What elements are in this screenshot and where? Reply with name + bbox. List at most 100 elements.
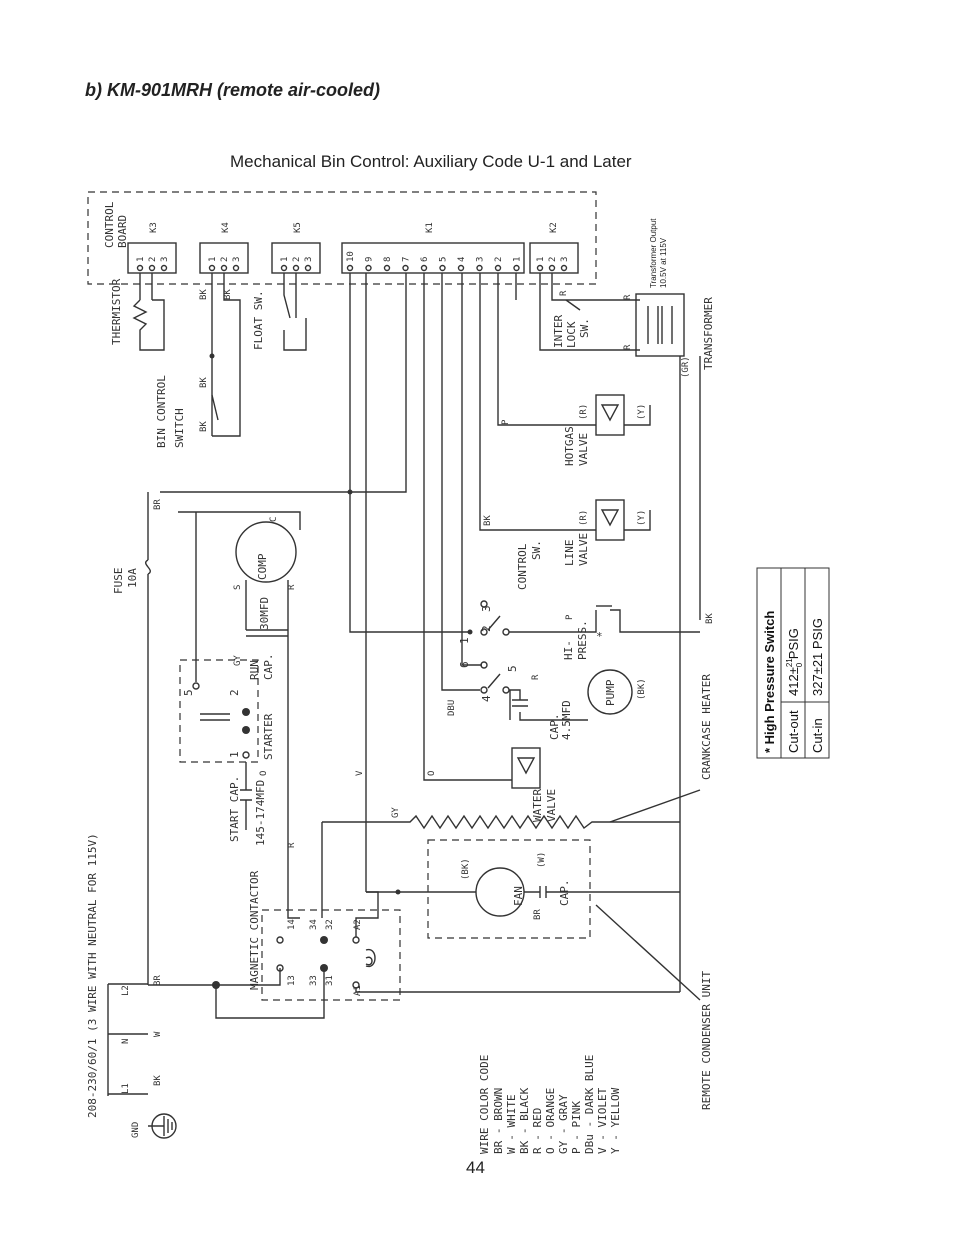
- remote-condenser-leader: [595, 904, 701, 1001]
- magnetic-contactor-outline: [261, 909, 401, 1001]
- svg-text:GY: GY: [233, 655, 243, 666]
- svg-text:RUN: RUN: [248, 660, 261, 680]
- transformer-secondary-wires: [679, 356, 701, 992]
- svg-text:(GR): (GR): [681, 356, 691, 378]
- svg-text:S: S: [233, 585, 243, 590]
- svg-text:P: P: [565, 614, 575, 620]
- control-switch-pin: 4: [480, 695, 493, 702]
- svg-text:CONTROL: CONTROL: [516, 543, 529, 590]
- crankcase-heater-label: CRANKCASE HEATER: [700, 674, 713, 780]
- svg-text:(BK): (BK): [637, 678, 647, 700]
- svg-text:VALVE: VALVE: [577, 433, 590, 466]
- start-cap-symbol: [240, 762, 252, 830]
- power-supply-label: 208-230/60/1 (3 WIRE WITH NEUTRAL FOR 11…: [86, 833, 99, 1118]
- wire-k1-2: [497, 273, 596, 426]
- hi-press-label: HI- PRESS.: [562, 620, 589, 660]
- starter-pin: 2: [228, 689, 241, 696]
- pin-terminal: [136, 264, 144, 272]
- wire-color-code-entry: BK - BLACK: [518, 1087, 531, 1154]
- svg-text:BK: BK: [199, 377, 209, 388]
- svg-text:(R): (R): [579, 510, 589, 526]
- compressor-symbol: [235, 521, 297, 583]
- pin-terminal: [148, 264, 156, 272]
- run-cap-symbol: [246, 629, 288, 637]
- n-label: N: [121, 1039, 131, 1044]
- thermistor-symbol: [132, 273, 165, 351]
- pin-terminal: [513, 264, 520, 272]
- pump-label: PUMP: [604, 679, 617, 706]
- k5-label: K5: [293, 222, 303, 233]
- pin-terminal: [494, 264, 502, 272]
- k1-pin-number: 10: [346, 251, 356, 262]
- pump-cap-label: CAP. 4.5MFD: [548, 700, 573, 740]
- svg-text:R: R: [287, 584, 297, 590]
- thermistor-label: THERMISTOR: [110, 278, 123, 345]
- float-switch-label: FLOAT SW.: [252, 290, 265, 350]
- connector-pin-number: 2: [148, 257, 158, 262]
- high-pressure-table: * High Pressure Switch Cut-out 412±210 P…: [756, 567, 830, 759]
- connector-pin-number: 3: [160, 257, 170, 262]
- l2-label: L2: [121, 985, 131, 996]
- interlock-label: INTER LOCK SW.: [552, 315, 591, 348]
- ground-symbol: [148, 1116, 173, 1136]
- svg-text:(Y): (Y): [637, 510, 647, 526]
- svg-text:R: R: [559, 290, 569, 296]
- control-switch-pin: 2: [480, 625, 493, 632]
- pin-terminal: [536, 264, 544, 272]
- k2-connector: [529, 242, 579, 274]
- svg-text:CONTROL: CONTROL: [103, 201, 116, 248]
- svg-text:10A: 10A: [126, 568, 139, 588]
- pin-terminal: [457, 264, 465, 272]
- diagram-title: Mechanical Bin Control: Auxiliary Code U…: [230, 152, 632, 171]
- svg-text:LOCK: LOCK: [565, 321, 578, 348]
- k1-connector: [341, 242, 525, 274]
- svg-text:BK: BK: [223, 289, 233, 300]
- connector-pin-number: 1: [536, 257, 546, 262]
- hi-press-star: *: [596, 630, 603, 643]
- svg-text:WATER: WATER: [531, 789, 544, 822]
- hp-cutin-label: Cut-in: [810, 718, 825, 753]
- contactor-pin: 34: [309, 919, 319, 930]
- crankcase-heater-symbol: [322, 814, 680, 830]
- remote-condenser-label: REMOTE CONDENSER UNIT: [700, 971, 713, 1110]
- hp-cutin-value: 327±21 PSIG: [810, 618, 825, 696]
- wire-color-code-entry: P - PINK: [570, 1101, 583, 1154]
- connector-pin-number: 1: [208, 257, 218, 262]
- wire-color-code-entry: W - WHITE: [505, 1094, 518, 1154]
- crankcase-heater-leader: [609, 789, 701, 823]
- svg-text:LINE: LINE: [563, 540, 576, 567]
- pump-wires: [509, 689, 588, 721]
- k4-label: K4: [221, 222, 231, 233]
- svg-text:R: R: [623, 344, 633, 350]
- pin-terminal: [439, 264, 446, 272]
- pin-terminal: [232, 264, 240, 272]
- svg-text:SWITCH: SWITCH: [173, 408, 186, 448]
- contactor-pin: 32: [325, 919, 335, 930]
- svg-text:(W): (W): [537, 852, 547, 868]
- pin-terminal: [383, 264, 391, 272]
- hp-cutout-label: Cut-out: [786, 710, 801, 753]
- contactor-pin: A2: [353, 919, 363, 930]
- k1-label: K1: [425, 222, 435, 233]
- control-board-label: CONTROL BOARD: [103, 201, 129, 248]
- svg-text:R: R: [287, 842, 297, 848]
- line-valve-symbol: [595, 499, 625, 541]
- svg-text:10.5V at 115V: 10.5V at 115V: [659, 237, 668, 288]
- k1-pin-number: 8: [383, 257, 393, 262]
- svg-text:C: C: [269, 517, 279, 522]
- bin-control-label: BIN CONTROL SWITCH: [155, 375, 186, 448]
- pin-terminal: [160, 264, 168, 272]
- bin-control-switch-symbol: [211, 394, 219, 421]
- run-cap-label: RUN CAP.: [248, 654, 275, 681]
- wire-k1-6: [423, 273, 512, 781]
- pump-cap-symbol: [512, 699, 528, 707]
- pin-terminal: [402, 264, 409, 272]
- svg-text:W: W: [153, 1031, 163, 1037]
- line-valve-coil: [600, 509, 651, 531]
- power-supply-terminal: [107, 983, 148, 1096]
- run-cap-value: 30MFD: [258, 597, 271, 630]
- hp-cutout-value: 412±210 PSIG: [785, 628, 804, 696]
